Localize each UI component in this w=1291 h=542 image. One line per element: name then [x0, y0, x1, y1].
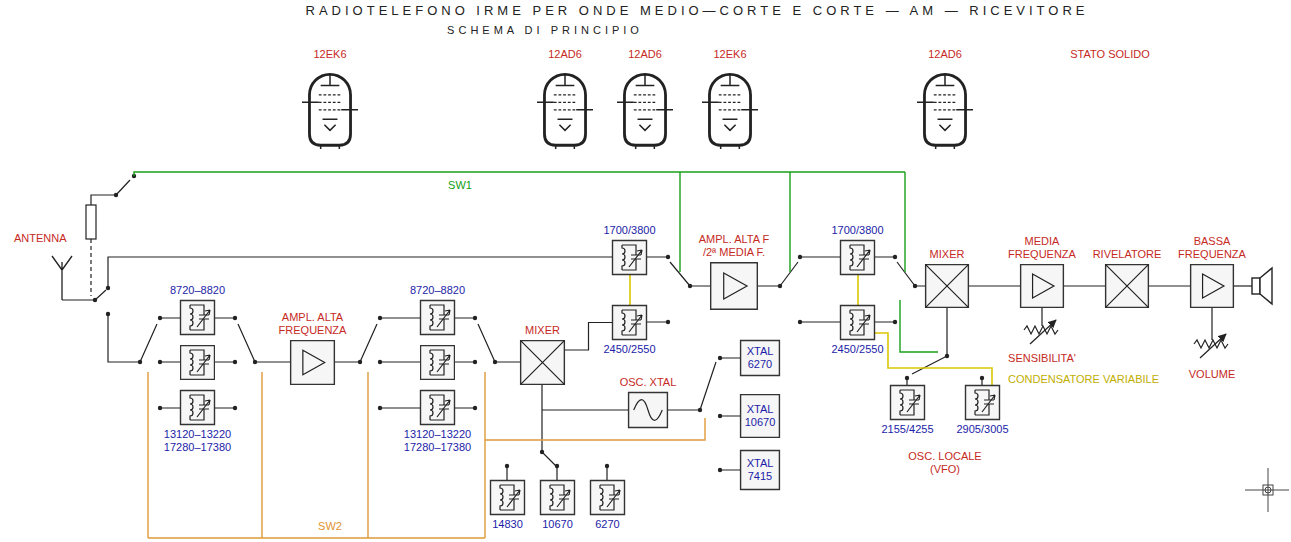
oscillator-block: OSC. XTAL — [628, 392, 668, 428]
amplifier-block: AMPL. ALTA F /2ª MEDIA F. — [710, 262, 758, 310]
amplifier-block: MEDIA FREQUENZA — [1020, 264, 1064, 308]
block-label: 13120–13220 17280–17380 — [158, 428, 238, 454]
block-label: 1700/3800 — [823, 224, 893, 237]
filter-box: 8720–8820 — [180, 300, 215, 335]
block-outline — [180, 300, 215, 335]
antenna-label: ANTENNA — [14, 232, 67, 245]
block-label: BASSA FREQUENZA — [1167, 235, 1257, 261]
amplifier-block: AMPL. ALTA FREQUENZA — [290, 340, 335, 385]
switch-name: SW1 — [448, 179, 472, 192]
tube-type: 12AD6 — [548, 48, 582, 61]
block-label: 8720–8820 — [163, 284, 233, 297]
filter-box: 13120–13220 17280–17380 — [420, 390, 455, 425]
stage-note: STATO SOLIDO — [1070, 48, 1149, 61]
block-label: 13120–13220 17280–17380 — [398, 428, 478, 454]
relay-symbol — [86, 205, 96, 296]
block-outline — [180, 390, 215, 425]
tube-type: 12EK6 — [313, 48, 346, 61]
block-label: 10670 — [533, 518, 583, 531]
block-label: 1700/3800 — [595, 224, 665, 237]
block-outline — [520, 340, 565, 385]
block-label: 6270 — [583, 518, 633, 531]
filter-box: 10670 — [540, 480, 575, 515]
filter-box: 2155/4255 — [890, 385, 925, 420]
block-label: 14830 — [483, 518, 533, 531]
sw2-control-line — [148, 372, 705, 538]
component-note: CONDENSATORE VARIABILE — [1008, 373, 1159, 386]
mixer-block: MIXER — [520, 340, 565, 385]
signal-wire — [62, 180, 1252, 480]
tube-type: 12AD6 — [628, 48, 662, 61]
block-outline — [965, 385, 1000, 420]
block-label: 8720–8820 — [403, 284, 473, 297]
switch-name: SW2 — [318, 520, 342, 533]
block-outline — [1190, 264, 1234, 308]
block-outline — [628, 392, 668, 428]
crystal-box: XTAL 7415 — [740, 450, 780, 490]
block-label: 2450/2550 — [595, 343, 665, 356]
filter-box: 6270 — [590, 480, 625, 515]
block-label: 2450/2550 — [823, 343, 893, 356]
filter-box: 13120–13220 17280–17380 — [180, 390, 215, 425]
control-label: VOLUME — [1189, 368, 1235, 381]
block-outline — [490, 480, 525, 515]
block-outline — [925, 264, 969, 308]
tube-type: 12AD6 — [928, 48, 962, 61]
filter-box: 8720–8820 — [420, 300, 455, 335]
signal-connector — [1149, 285, 1190, 286]
filter-box: 14830 — [490, 480, 525, 515]
crosshair-mark — [1245, 468, 1289, 512]
mixer-block: MIXER — [925, 264, 969, 308]
diagram-title: RADIOTELEFONO IRME PER ONDE MEDIO—CORTE … — [306, 4, 1089, 17]
block-outline — [612, 240, 647, 275]
block-outline — [710, 262, 758, 310]
filter-box: 2905/3005 — [965, 385, 1000, 420]
block-outline — [540, 480, 575, 515]
mixer-block: RIVELATORE — [1105, 264, 1149, 308]
block-outline — [612, 305, 647, 340]
switch-contact — [93, 174, 984, 472]
block-outline — [890, 385, 925, 420]
filter-box: 1700/3800 — [840, 240, 875, 275]
block-outline — [590, 480, 625, 515]
filter-box — [421, 346, 455, 380]
block-label: RIVELATORE — [1082, 248, 1172, 261]
box-text: XTAL 7415 — [743, 457, 777, 483]
antenna-symbol — [52, 256, 72, 300]
filter-box: 1700/3800 — [612, 240, 647, 275]
sw1-control-line — [134, 172, 938, 352]
block-label: 2905/3005 — [948, 423, 1018, 436]
filter-box — [181, 346, 215, 380]
block-outline — [290, 340, 335, 385]
block-outline — [840, 240, 875, 275]
block-outline — [1105, 264, 1149, 308]
filter-box: 2450/2550 — [612, 305, 647, 340]
block-outline — [1020, 264, 1064, 308]
box-text: XTAL 6270 — [743, 345, 777, 371]
stage-label: OSC. LOCALE (VFO) — [905, 450, 985, 476]
block-outline — [420, 300, 455, 335]
crystal-box: XTAL 10670 — [740, 394, 780, 438]
signal-connector — [969, 285, 1020, 286]
block-outline — [840, 305, 875, 340]
signal-connector — [1064, 285, 1105, 286]
block-label: MIXER — [917, 248, 977, 261]
block-label: MEDIA FREQUENZA — [997, 235, 1087, 261]
filter-box: 2450/2550 — [840, 305, 875, 340]
box-text: XTAL 10670 — [743, 403, 777, 429]
amplifier-block: BASSA FREQUENZA — [1190, 264, 1234, 308]
tube-symbol — [302, 74, 973, 149]
tube-type: 12EK6 — [713, 48, 746, 61]
block-outline — [420, 390, 455, 425]
block-label: AMPL. ALTA FREQUENZA — [258, 311, 368, 337]
potentiometer-symbol — [1024, 308, 1228, 358]
control-label: SENSIBILITA' — [1008, 352, 1076, 365]
diagram-subtitle: SCHEMA DI PRINCIPIO — [447, 24, 643, 37]
block-label: OSC. XTAL — [613, 376, 683, 389]
block-label: 2155/4255 — [873, 423, 943, 436]
block-label: MIXER — [513, 324, 573, 337]
speaker-symbol — [1252, 268, 1272, 304]
block-label: AMPL. ALTA F /2ª MEDIA F. — [694, 233, 774, 259]
crystal-box: XTAL 6270 — [740, 340, 780, 376]
